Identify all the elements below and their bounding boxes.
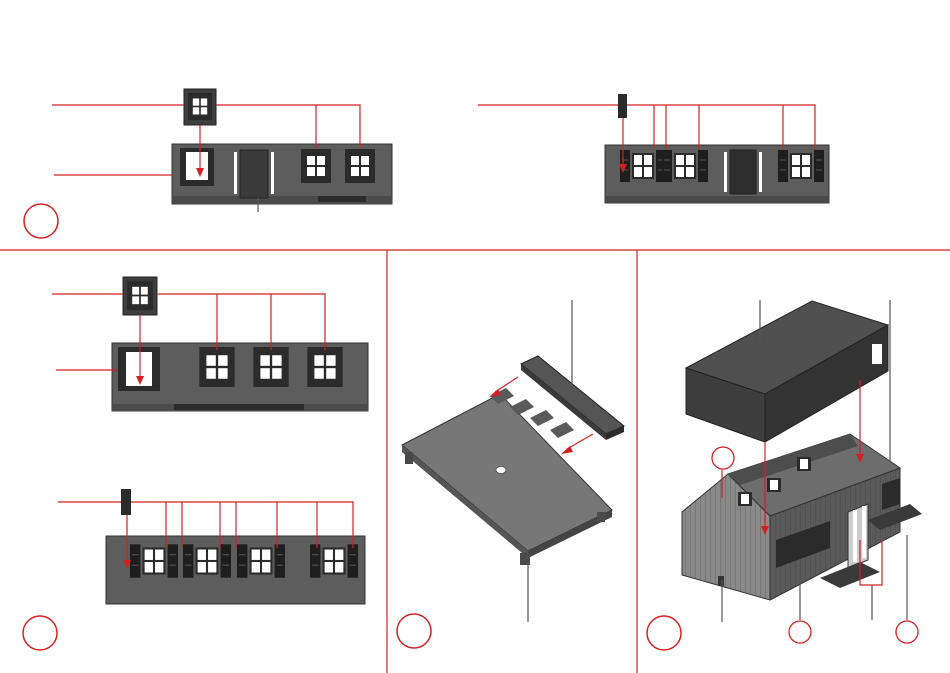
step-number-circle xyxy=(24,204,58,238)
wall-back-right xyxy=(605,145,829,203)
shutter-part-icon xyxy=(618,94,627,118)
callout-circle xyxy=(896,621,918,643)
callout-circle xyxy=(789,621,811,643)
wall-side-upper xyxy=(112,343,368,411)
step-number-circle-2 xyxy=(23,616,57,650)
panel-step-3 xyxy=(397,300,624,648)
panel-step-1 xyxy=(24,89,829,238)
panel-step-4 xyxy=(647,268,922,650)
step-number-circle-3 xyxy=(397,614,431,648)
house-body xyxy=(682,434,922,600)
window-part-icon xyxy=(184,89,216,125)
callout-circle xyxy=(712,447,734,469)
roof-box xyxy=(686,268,888,442)
panel-step-2 xyxy=(23,277,368,650)
shutter-part-icon-2 xyxy=(121,489,131,515)
step-number-circle-4 xyxy=(647,616,681,650)
wall-front-left xyxy=(172,144,392,204)
leader-lines-right xyxy=(478,105,815,150)
window-part-icon-2 xyxy=(123,277,157,315)
